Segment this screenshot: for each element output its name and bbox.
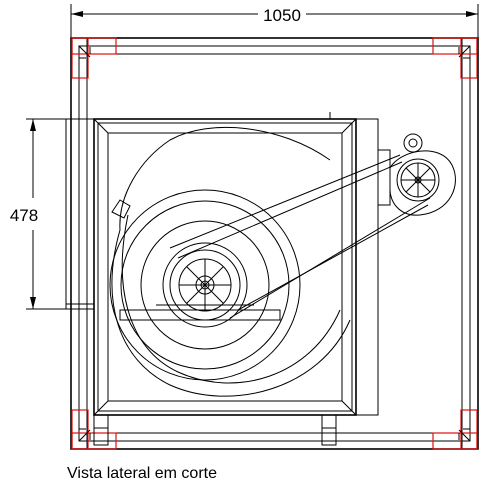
height-dimension-label: 478 [10, 206, 38, 225]
width-dimension: 1050 [70, 4, 479, 40]
corner-brackets [78, 45, 471, 442]
motor-assembly [377, 133, 456, 216]
support-feet [93, 414, 337, 446]
outer-frame [70, 37, 479, 450]
width-dimension-label: 1050 [263, 6, 301, 25]
drawing-caption: Vista lateral em corte [67, 465, 217, 482]
belt-drive [169, 154, 431, 319]
fan-housing [93, 112, 379, 416]
height-dimension: 478 [10, 118, 66, 310]
impeller-support [119, 304, 281, 321]
fan-impeller [162, 242, 248, 328]
fan-volute [109, 126, 351, 397]
corner-markers [71, 37, 478, 450]
